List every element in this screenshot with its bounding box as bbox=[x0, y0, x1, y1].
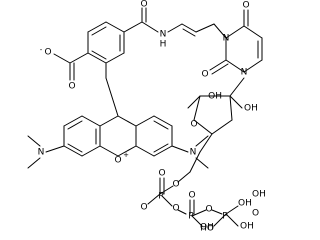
ribose-ring: O OH OH bbox=[187, 77, 258, 173]
triphosphate-chain: O P O O O P O OH O P OH OH HO O OH bbox=[140, 169, 265, 232]
p2-label: P bbox=[188, 212, 194, 222]
p3-oh-bottom2-label: OH bbox=[252, 190, 266, 200]
o-bridge2-label: O bbox=[205, 205, 212, 215]
uracil-o2-label: O bbox=[201, 70, 208, 80]
dimethylamino-right: N bbox=[171, 135, 209, 169]
benzoate-ring bbox=[87, 21, 125, 64]
oh-right-label: OH bbox=[244, 104, 258, 114]
p3-oh-bottom-label: HO bbox=[200, 224, 214, 232]
o5-label: O bbox=[172, 180, 179, 190]
amide-n-label: N bbox=[160, 30, 167, 40]
p3-oh-right-label: OH bbox=[240, 222, 254, 232]
molecule-diagram: O - O O N H O N O N bbox=[27, 0, 266, 232]
carboxylate-charge-label: - bbox=[40, 46, 43, 54]
xanthene-core: O + bbox=[63, 62, 173, 166]
amide-linker: O N H bbox=[123, 0, 227, 50]
p1-o-single-label: O bbox=[140, 203, 147, 213]
ribose-o-label: O bbox=[190, 120, 197, 130]
oh-left-label: OH bbox=[208, 92, 222, 102]
xanthene-o-charge: + bbox=[123, 151, 129, 159]
p1-label: P bbox=[158, 192, 164, 202]
p3-o-double-label: O bbox=[252, 209, 259, 219]
carboxylate-o-label: O bbox=[44, 48, 51, 58]
uracil-n1-label: N bbox=[241, 68, 248, 78]
carboxylate-group: O - O bbox=[40, 46, 89, 92]
uracil-n3-label: N bbox=[223, 34, 230, 44]
n-left-label: N bbox=[38, 148, 45, 158]
carboxyl-o-label: O bbox=[68, 82, 75, 92]
p3-label: P bbox=[222, 212, 228, 222]
p2-o-double-label: O bbox=[188, 191, 195, 201]
xanthene-o-label: O bbox=[114, 156, 121, 166]
p3-oh-top-label: OH bbox=[238, 199, 252, 209]
uracil-ring: O N O N bbox=[201, 1, 263, 80]
dimethylamino-left: N bbox=[27, 135, 65, 169]
amide-h-label: H bbox=[160, 40, 167, 50]
p1-o-double-label: O bbox=[158, 169, 165, 179]
uracil-o4-label: O bbox=[242, 1, 249, 11]
n-right-label: N bbox=[190, 148, 197, 158]
o-bridge1-label: O bbox=[172, 204, 179, 214]
p2-oh-label: OH bbox=[200, 223, 214, 232]
amide-o-label: O bbox=[140, 0, 147, 10]
